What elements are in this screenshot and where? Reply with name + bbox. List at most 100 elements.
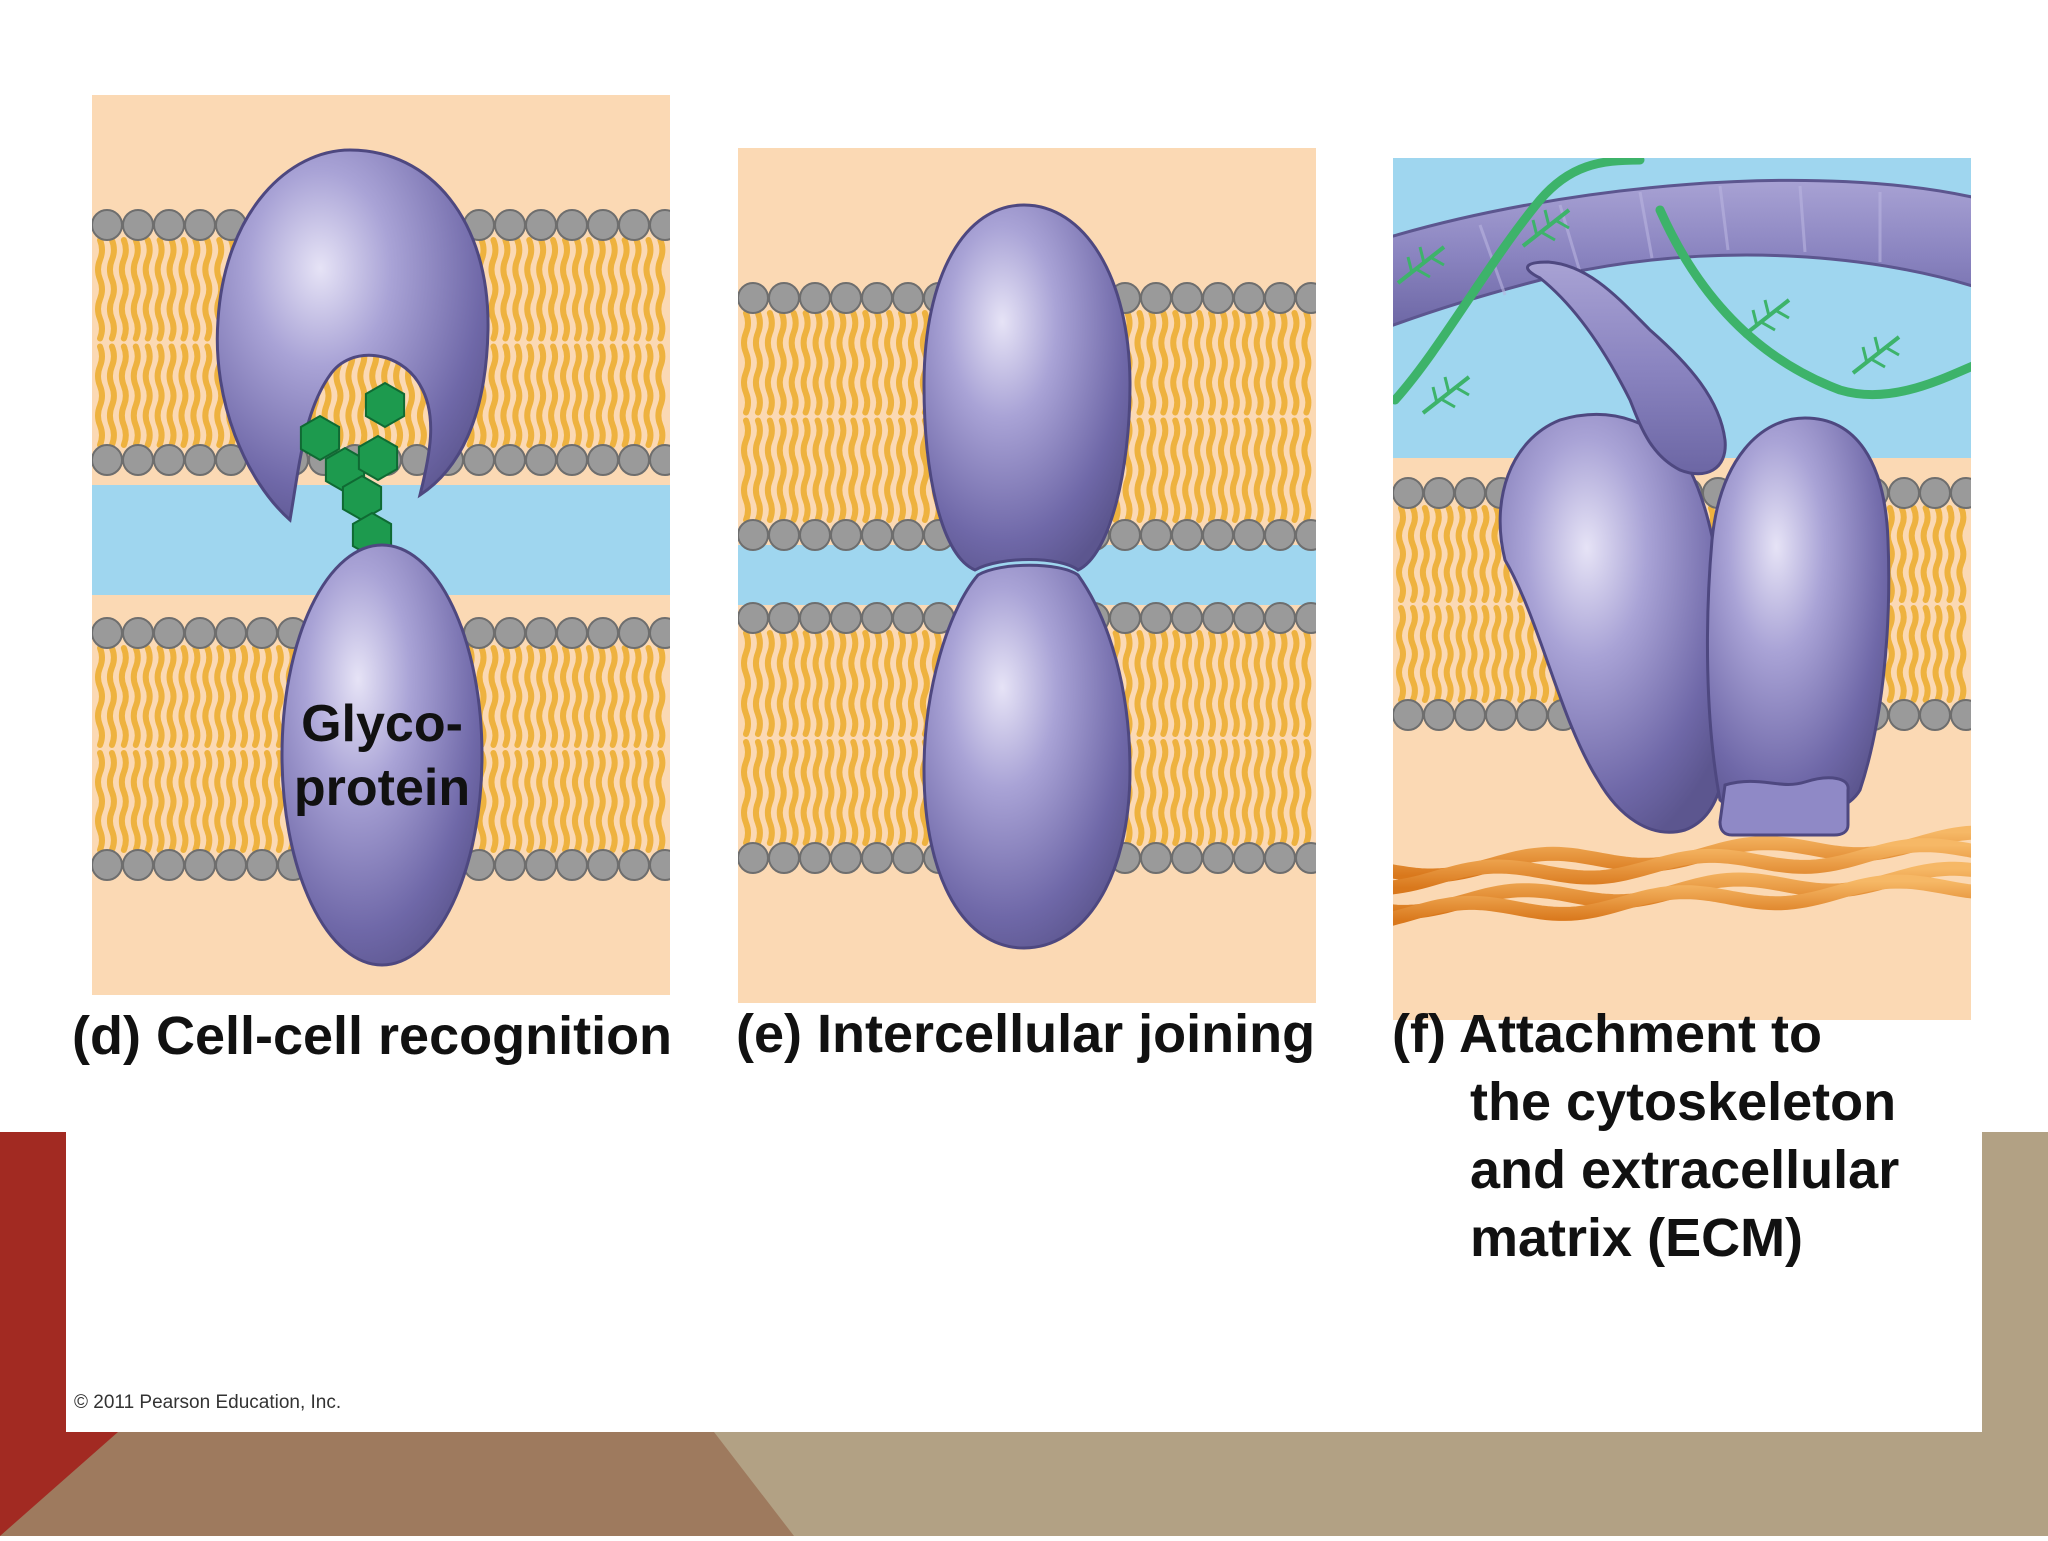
lipid-tail bbox=[106, 750, 117, 853]
lipid-tail bbox=[860, 739, 871, 846]
lipid-head bbox=[1109, 519, 1141, 551]
lipid-tail bbox=[741, 630, 751, 737]
lipid-tail bbox=[500, 237, 511, 342]
lipid-tail bbox=[1217, 417, 1228, 523]
lipid-tail bbox=[752, 417, 763, 523]
lipid-tail bbox=[130, 343, 141, 448]
lipid-tail bbox=[872, 630, 883, 737]
lipid-tail bbox=[130, 237, 141, 342]
lipid-head bbox=[1264, 282, 1296, 314]
actin-strand bbox=[1393, 838, 1971, 895]
lipid-head bbox=[246, 849, 278, 881]
lipid-tail bbox=[571, 750, 582, 853]
lipid-tail bbox=[560, 237, 570, 342]
sprig-stem bbox=[1851, 335, 1901, 375]
lipid-tail bbox=[1170, 739, 1181, 846]
lipid-head bbox=[153, 444, 185, 476]
lipid-tail bbox=[202, 645, 213, 748]
lipid-tail bbox=[1289, 630, 1300, 737]
lipid-tail bbox=[643, 750, 654, 853]
lipid-head bbox=[122, 849, 154, 881]
lipid-tail bbox=[848, 310, 859, 416]
panel-f-caption-line-4: matrix (ECM) bbox=[1470, 1208, 1804, 1268]
lipid-head bbox=[892, 842, 924, 874]
lipid-head bbox=[1171, 519, 1203, 551]
lipid-tail bbox=[872, 417, 883, 523]
lipid-tail bbox=[512, 237, 523, 342]
lipid-tail bbox=[824, 310, 835, 416]
lipid-head bbox=[525, 209, 557, 241]
lipid-tail bbox=[800, 630, 811, 737]
lipid-head bbox=[618, 849, 650, 881]
lipid-head bbox=[1233, 519, 1265, 551]
lipid-tail bbox=[214, 750, 225, 853]
lipid-head bbox=[1264, 519, 1296, 551]
lipid-tail bbox=[512, 645, 523, 748]
lipid-head bbox=[768, 602, 800, 634]
lipid-tail bbox=[512, 750, 523, 853]
lipid-tail bbox=[488, 343, 499, 448]
lipid-head bbox=[1233, 602, 1265, 634]
lipid-tail bbox=[190, 750, 201, 853]
sprig-branches bbox=[1531, 209, 1570, 242]
lipid-tail bbox=[1182, 630, 1193, 737]
lipid-tail bbox=[226, 750, 237, 853]
lipid-head bbox=[184, 444, 216, 476]
lipid-tail bbox=[848, 417, 859, 523]
lipid-tail bbox=[250, 750, 260, 853]
lipid-tail bbox=[800, 739, 811, 846]
lipid-tail bbox=[190, 237, 201, 342]
lipid-tail bbox=[261, 645, 272, 748]
glycoprotein-label: Glyco- protein bbox=[284, 692, 480, 820]
lipid-tail bbox=[166, 750, 177, 853]
lipid-tail bbox=[655, 237, 666, 342]
lipid-head bbox=[1295, 519, 1316, 551]
lower-junction-protein bbox=[922, 563, 1132, 950]
lipid-tail bbox=[1491, 605, 1502, 703]
lipid-tail bbox=[1134, 630, 1145, 737]
lipid-head bbox=[649, 849, 670, 881]
lipid-head bbox=[1264, 842, 1296, 874]
integrin-stalk bbox=[1526, 260, 1727, 476]
lipid-head bbox=[1454, 477, 1486, 509]
lipid-tail bbox=[95, 343, 105, 448]
lipid-tail bbox=[178, 343, 189, 448]
lipid-head bbox=[1233, 282, 1265, 314]
lipid-tail bbox=[106, 645, 117, 748]
lipid-head bbox=[892, 519, 924, 551]
lipid-head bbox=[494, 617, 526, 649]
lipid-tail bbox=[1134, 310, 1145, 416]
lipid-tail bbox=[1170, 630, 1181, 737]
lipid-tail bbox=[1479, 505, 1490, 603]
lipid-head bbox=[92, 849, 123, 881]
lipid-tail bbox=[166, 645, 177, 748]
sprig-stem bbox=[1421, 375, 1471, 415]
lipid-tail bbox=[500, 750, 511, 853]
lipid-head bbox=[92, 444, 123, 476]
lipid-head bbox=[556, 209, 588, 241]
lipid-tail bbox=[1253, 739, 1264, 846]
lipid-tail bbox=[1277, 739, 1288, 846]
lipid-tail bbox=[548, 645, 559, 748]
lipid-tail bbox=[788, 310, 799, 416]
lipid-tail bbox=[848, 739, 859, 846]
lipid-tail bbox=[154, 645, 165, 748]
lipid-head bbox=[861, 282, 893, 314]
lipid-head bbox=[830, 602, 862, 634]
lipid-head bbox=[1140, 602, 1172, 634]
lipid-tail bbox=[595, 343, 606, 448]
lipid-tail bbox=[130, 750, 141, 853]
lipid-tail bbox=[583, 750, 594, 853]
lipid-tail bbox=[607, 343, 618, 448]
lipid-tail bbox=[884, 739, 895, 846]
lipid-head bbox=[768, 519, 800, 551]
lipid-head bbox=[92, 617, 123, 649]
lipid-tail bbox=[536, 645, 547, 748]
lipid-tail bbox=[919, 630, 930, 737]
lipid-tail bbox=[776, 310, 787, 416]
lipid-tail bbox=[1229, 739, 1240, 846]
upper-junction-protein bbox=[922, 203, 1132, 572]
lipid-tail bbox=[1265, 310, 1276, 416]
